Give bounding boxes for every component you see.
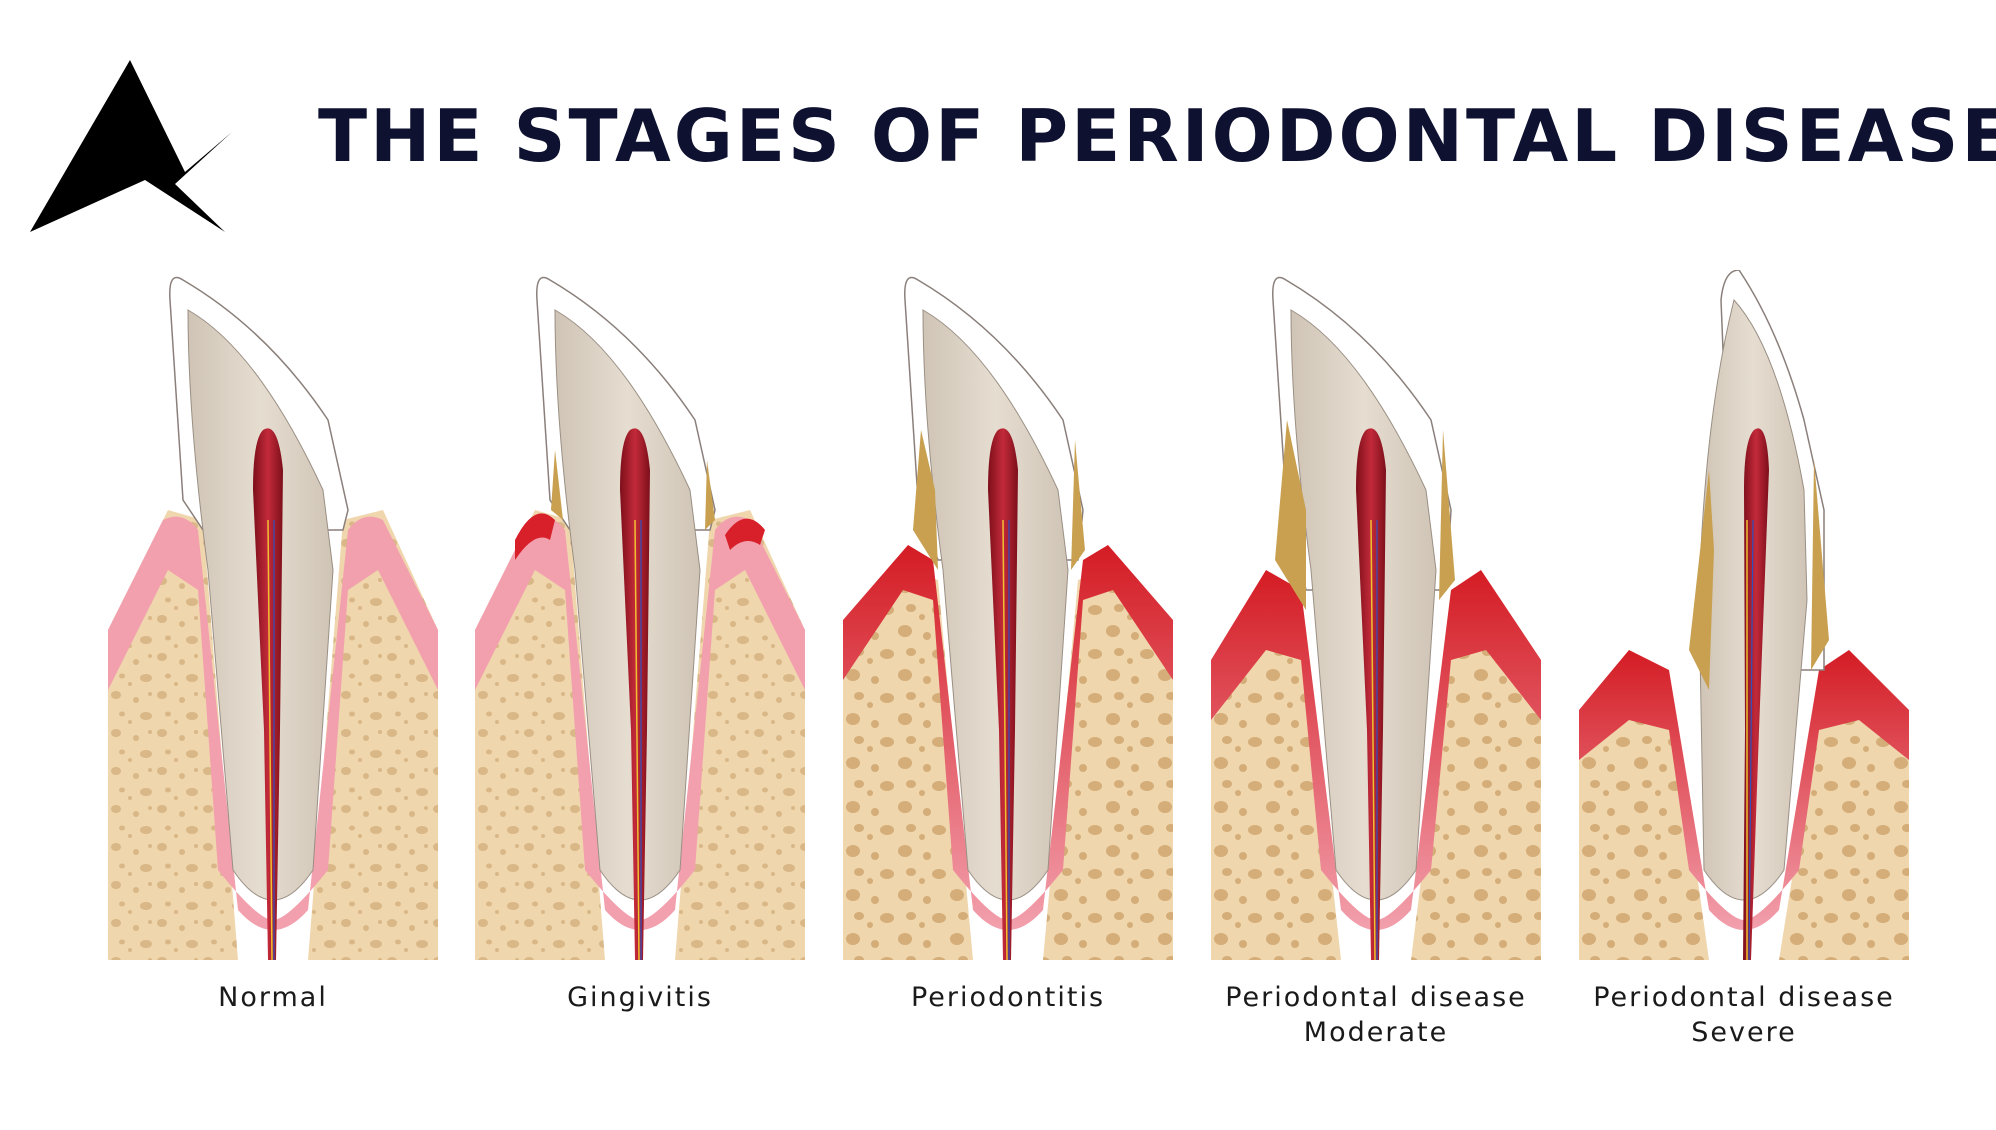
stage-periodontal-moderate: Periodontal disease Moderate	[1211, 270, 1541, 1070]
page-title: THE STAGES OF PERIODONTAL DISEASE	[318, 94, 1996, 178]
stage-gingivitis: Gingivitis	[475, 270, 805, 1070]
stage-normal: Normal	[108, 270, 438, 1070]
stage-periodontitis: Periodontitis	[843, 270, 1173, 1070]
tooth-illustration-periodontitis	[843, 276, 1173, 960]
stage-label: Periodontal disease Moderate	[1225, 982, 1527, 1048]
tooth-illustration-normal	[108, 276, 438, 960]
tooth-illustration-moderate	[1211, 276, 1541, 960]
tooth-illustration-severe	[1579, 270, 1909, 960]
company-logo	[30, 60, 232, 232]
stage-label: Gingivitis	[567, 982, 713, 1013]
stage-label: Periodontitis	[910, 982, 1106, 1013]
stage-label: Normal	[218, 982, 328, 1013]
stage-label: Periodontal disease Severe	[1593, 982, 1895, 1048]
stage-periodontal-severe: Periodontal disease Severe	[1579, 270, 1909, 1070]
tooth-illustration-gingivitis	[475, 276, 805, 960]
